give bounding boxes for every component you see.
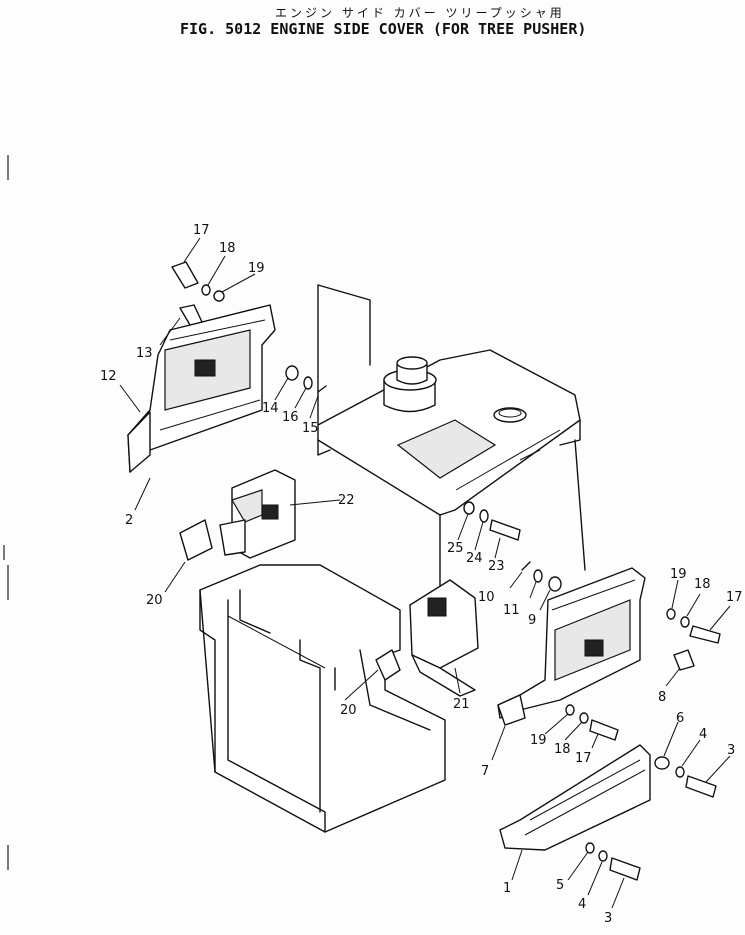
figure-title: FIG. 5012 ENGINE SIDE COVER (FOR TREE PU… [180, 20, 587, 38]
callout-5: 5 [556, 878, 564, 893]
callout-1: 1 [503, 881, 511, 896]
callout-17-lower: 17 [575, 751, 592, 766]
callout-22: 22 [338, 493, 355, 508]
callout-19-lower: 19 [530, 733, 547, 748]
callout-18-right: 18 [694, 577, 711, 592]
mounting-bracket-22 [219, 469, 296, 559]
callout-18-lower: 18 [554, 742, 571, 757]
callout-7: 7 [481, 764, 489, 779]
callout-2: 2 [125, 513, 133, 528]
callout-25: 25 [447, 541, 464, 556]
callout-12: 12 [100, 369, 117, 384]
radiator-frame [199, 564, 446, 833]
callout-18: 18 [219, 241, 236, 256]
callout-3-bottom: 3 [604, 911, 612, 926]
gasket-plate-20a [179, 519, 213, 561]
callout-9: 9 [528, 613, 536, 628]
leader-lines [119, 237, 731, 909]
callout-14: 14 [262, 401, 279, 416]
side-cover-left [127, 304, 276, 473]
callout-13: 13 [136, 346, 153, 361]
callout-10: 10 [478, 590, 495, 605]
bottom-cover-plate [499, 744, 651, 851]
side-cover-right [497, 567, 646, 726]
callout-20-right: 20 [340, 703, 357, 718]
mounting-bracket-21 [409, 579, 479, 697]
callout-3-right: 3 [727, 743, 735, 758]
fasteners [171, 261, 721, 881]
callout-17-right: 17 [726, 590, 743, 605]
callout-15: 15 [302, 421, 319, 436]
callout-16: 16 [282, 410, 299, 425]
callout-19-right: 19 [670, 567, 687, 582]
callout-4-bottom: 4 [578, 897, 586, 912]
callout-6: 6 [676, 711, 684, 726]
callout-19: 19 [248, 261, 265, 276]
callout-20: 20 [146, 593, 163, 608]
callout-4-right: 4 [699, 727, 707, 742]
callout-17: 17 [193, 223, 210, 238]
callout-numbers: 17 18 19 13 12 14 16 15 2 22 20 20 21 25… [100, 223, 743, 926]
callout-11: 11 [503, 603, 520, 618]
engine-hood [317, 284, 586, 601]
scan-edge-marks [3, 155, 9, 870]
callout-8: 8 [658, 690, 666, 705]
figure-title-japanese: エンジン サイド カバー ツリープッシャ用 [275, 6, 565, 20]
callout-21: 21 [453, 697, 470, 712]
callout-23: 23 [488, 559, 505, 574]
callout-24: 24 [466, 551, 483, 566]
